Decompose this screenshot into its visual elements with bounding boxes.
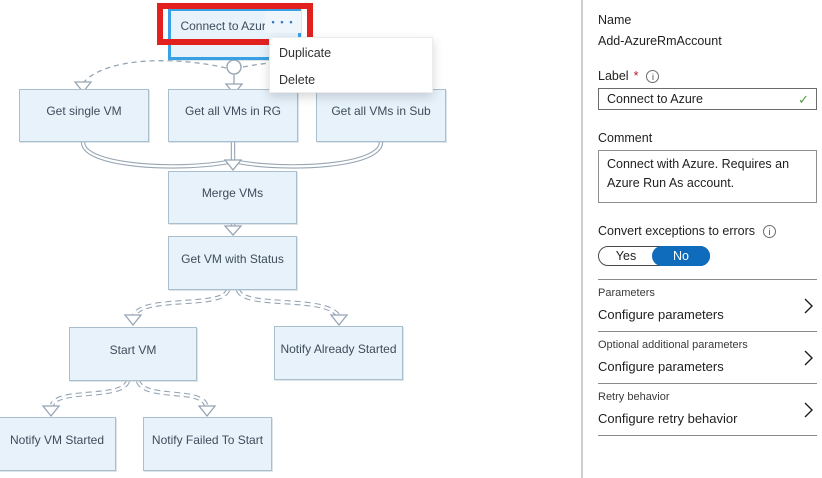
node-get-all-vms-in-rg[interactable]: Get all VMs in RG <box>168 89 298 142</box>
node-label: Connect to Azure <box>180 19 273 33</box>
section-retry-behavior[interactable]: Retry behavior Configure retry behavior <box>598 384 817 435</box>
divider <box>598 331 817 332</box>
label-field-header: Label * <box>598 69 822 83</box>
section-action: Configure parameters <box>598 307 724 322</box>
section-title: Optional additional parameters <box>598 339 748 351</box>
node-label: Get all VMs in Sub <box>331 104 431 118</box>
toggle-option-yes[interactable]: Yes <box>615 249 637 263</box>
valid-check-icon <box>798 92 809 108</box>
node-label: Get single VM <box>46 104 122 118</box>
divider <box>598 435 817 436</box>
chevron-right-icon <box>804 350 813 365</box>
node-notify-failed-to-start[interactable]: Notify Failed To Start <box>143 417 272 471</box>
section-title: Parameters <box>598 287 655 299</box>
info-icon[interactable] <box>646 69 660 83</box>
toggle-option-no[interactable]: No <box>652 246 710 266</box>
comment-textarea[interactable]: Connect with Azure. Requires an Azure Ru… <box>598 150 817 203</box>
node-label: Notify Already Started <box>280 341 397 356</box>
menu-item-duplicate[interactable]: Duplicate <box>279 46 332 60</box>
name-value: Add-AzureRmAccount <box>598 34 722 48</box>
node-label: Notify Failed To Start <box>151 432 264 447</box>
node-label: Start VM <box>109 342 157 357</box>
comment-label: Comment <box>598 131 653 145</box>
convert-exceptions-toggle: Yes No <box>598 246 710 266</box>
info-icon[interactable] <box>763 224 777 238</box>
section-optional-parameters[interactable]: Optional additional parameters Configure… <box>598 332 817 383</box>
property-panel: Name Add-AzureRmAccount Label * Connect … <box>581 0 822 478</box>
menu-item-delete[interactable]: Delete <box>279 73 316 87</box>
section-action: Configure retry behavior <box>598 411 738 426</box>
comment-value: Connect with Azure. Requires an Azure Ru… <box>607 157 790 191</box>
node-notify-already-started[interactable]: Notify Already Started <box>274 326 403 380</box>
connector-layer <box>41 59 390 418</box>
convert-exceptions-label: Convert exceptions to errors <box>598 224 756 238</box>
node-label: Merge VMs <box>201 186 264 200</box>
node-label: Get VM with Status <box>181 251 284 266</box>
section-title: Retry behavior <box>598 391 670 403</box>
label-input-value: Connect to Azure <box>607 92 703 106</box>
flowchart-canvas[interactable]: Connect to Azure Get single VM Get all V… <box>0 0 583 478</box>
chevron-right-icon <box>804 298 813 313</box>
chevron-right-icon <box>804 402 813 417</box>
required-marker: * <box>633 69 639 83</box>
divider <box>598 279 817 280</box>
node-label: Notify VM Started <box>9 432 105 447</box>
convert-exceptions-header: Convert exceptions to errors <box>598 224 822 238</box>
label-input[interactable]: Connect to Azure <box>598 88 817 110</box>
divider <box>598 383 817 384</box>
node-start-vm[interactable]: Start VM <box>69 327 197 381</box>
comment-field-header: Comment <box>598 131 822 145</box>
node-merge-vms[interactable]: Merge VMs <box>168 171 297 224</box>
node-label: Get all VMs in RG <box>184 104 282 118</box>
node-notify-vm-started[interactable]: Notify VM Started <box>0 417 116 471</box>
label-field-label: Label <box>598 69 629 83</box>
name-label: Name <box>598 13 632 27</box>
node-context-menu: Duplicate Delete <box>269 37 433 93</box>
section-parameters[interactable]: Parameters Configure parameters <box>598 280 817 331</box>
section-action: Configure parameters <box>598 359 724 374</box>
node-get-vm-with-status[interactable]: Get VM with Status <box>168 236 297 290</box>
more-options-button[interactable] <box>265 11 301 33</box>
node-get-all-vms-in-sub[interactable]: Get all VMs in Sub <box>316 89 446 142</box>
node-get-single-vm[interactable]: Get single VM <box>19 89 149 142</box>
